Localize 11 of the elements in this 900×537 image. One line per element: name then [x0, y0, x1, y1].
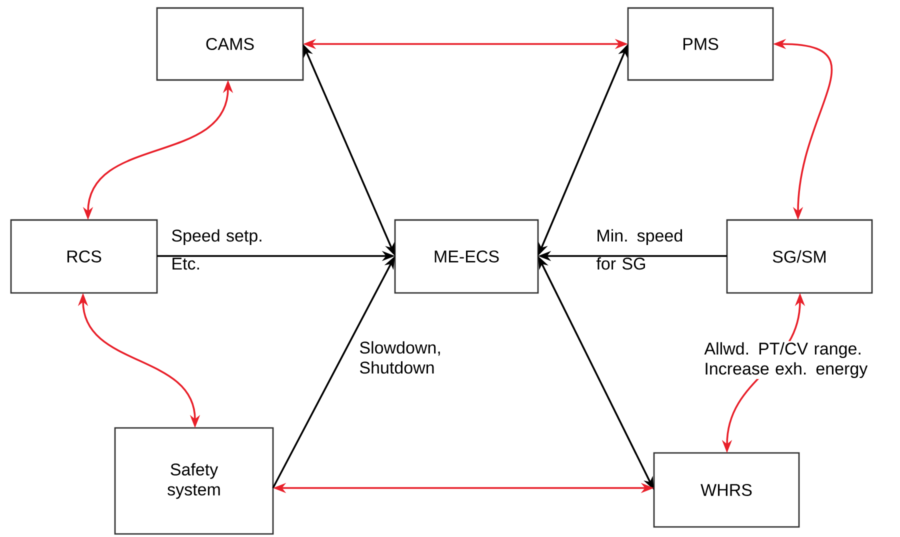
system-box: ME-ECS [394, 219, 539, 294]
system-box: WHRS [653, 452, 800, 528]
edge-label: Min. speed for SG [596, 229, 682, 270]
system-box: RCS [10, 219, 158, 294]
edge-label: Speed setp. Etc. [172, 229, 262, 270]
edge-label: Slowdown, Shutdown [360, 341, 440, 374]
system-box: Safety system [114, 427, 274, 535]
edge-label: Allwd. PT/CV range. Increase exh. energy [704, 342, 868, 378]
system-box: SG/SM [726, 219, 873, 294]
system-box: PMS [627, 7, 774, 81]
system-box: CAMS [156, 7, 304, 81]
